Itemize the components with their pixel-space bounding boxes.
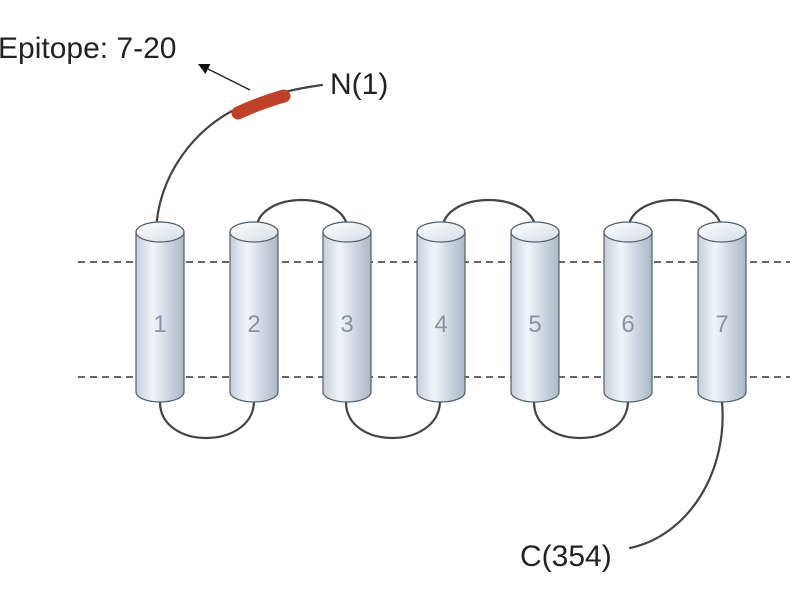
intracellular-loop-3-4 [344,400,442,440]
helix-6-top [603,221,653,243]
helix-6: 6 [603,221,653,403]
c-terminus-label: C(354) [520,540,612,573]
extracellular-loop-6-7 [626,199,724,232]
helix-4-top [416,221,466,243]
helix-6-number: 6 [621,311,634,338]
epitope-segment [231,89,291,120]
helix-1-top [135,221,185,243]
helix-5: 5 [510,221,560,403]
helix-7-top [697,221,747,243]
helix-7: 7 [697,221,747,403]
helix-5-number: 5 [528,311,541,338]
helix-3-body [322,231,372,403]
helix-7-body [697,231,747,403]
helix-3: 3 [322,221,372,403]
helix-3-number: 3 [340,311,353,338]
epitope-label: Epitope: 7-20 [0,32,176,65]
helix-4-number: 4 [434,311,447,338]
helix-5-body [510,231,560,403]
extracellular-loop-2-3 [254,199,350,232]
n-terminus-label: N(1) [330,68,388,101]
helix-2-top [229,221,279,243]
helix-7-number: 7 [715,311,728,338]
transmembrane-helices: 1 2 3 4 5 6 7 [135,221,747,403]
helix-5-top [510,221,560,243]
helix-6-body [603,231,653,403]
extracellular-loop-4-5 [440,198,538,232]
helix-4-body [416,231,466,403]
helix-3-top [322,221,372,243]
helix-4: 4 [416,221,466,403]
helix-1-body [135,231,185,403]
helix-2-number: 2 [247,311,260,338]
helix-2-body [229,231,279,403]
helix-1-number: 1 [153,311,166,338]
intracellular-loop-1-2 [158,400,256,440]
helix-2: 2 [229,221,279,403]
intracellular-loop-5-6 [532,400,630,440]
c-terminal-tail [628,400,724,550]
epitope-pointer-arrow [197,63,251,91]
helix-1: 1 [135,221,185,403]
